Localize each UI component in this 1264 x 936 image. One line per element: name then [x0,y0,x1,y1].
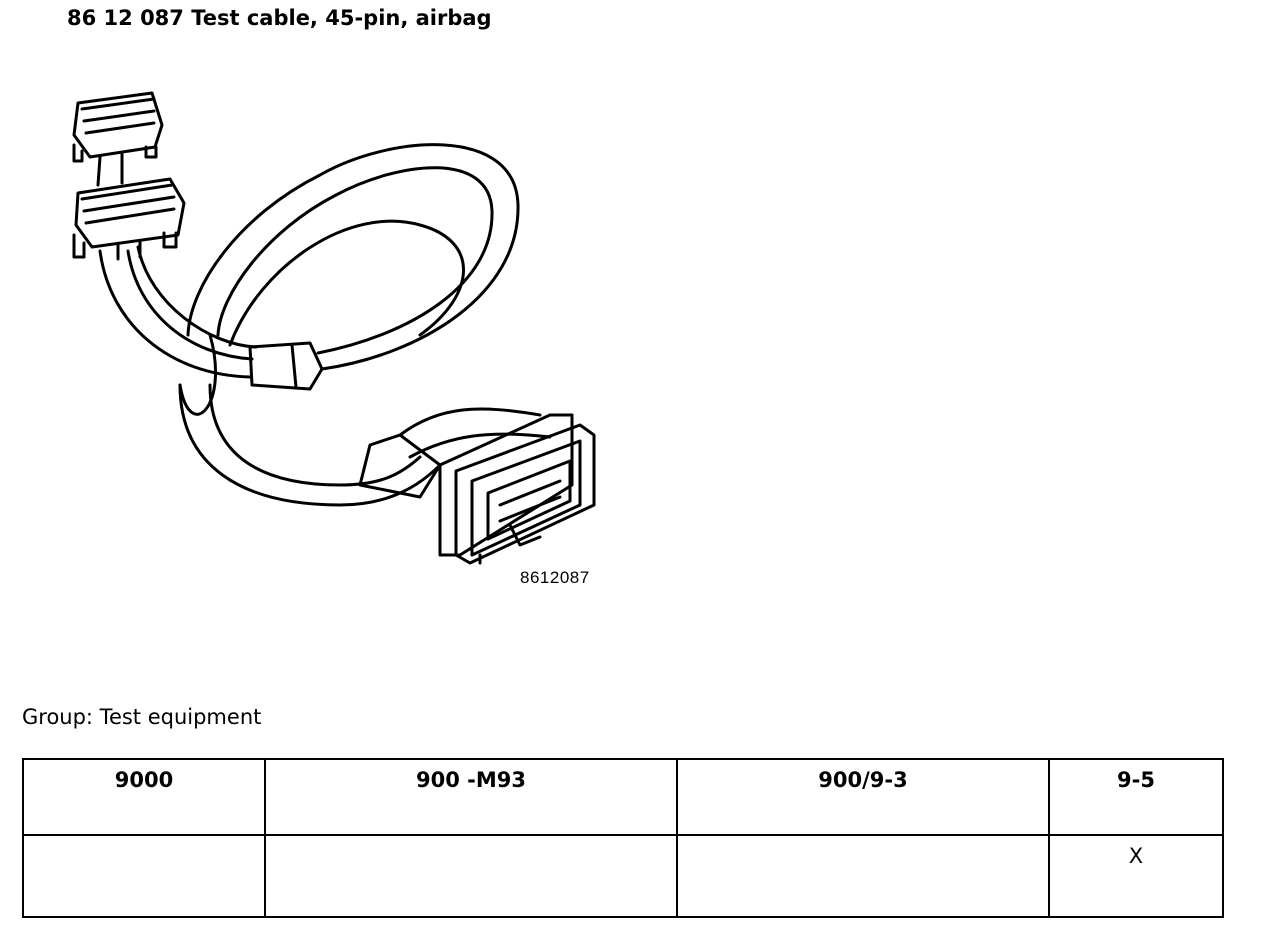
part-number-label: 8612087 [520,568,590,587]
table-row: X [22,834,1224,918]
model-applicability-table: 9000 900 -M93 900/9-3 9-5 X [22,758,1224,918]
table-header-cell: 900/9-3 [676,758,1050,836]
table-cell [676,834,1050,918]
table-cell: X [1048,834,1224,918]
page-title: 86 12 087 Test cable, 45-pin, airbag [67,6,492,30]
table-header-cell: 900 -M93 [264,758,678,836]
group-line: Group: Test equipment [22,705,262,729]
test-cable-illustration [72,91,596,565]
table-header-cell: 9-5 [1048,758,1224,836]
table-header-row: 9000 900 -M93 900/9-3 9-5 [22,758,1224,836]
table-cell [264,834,678,918]
table-header-cell: 9000 [22,758,266,836]
table-cell [22,834,266,918]
